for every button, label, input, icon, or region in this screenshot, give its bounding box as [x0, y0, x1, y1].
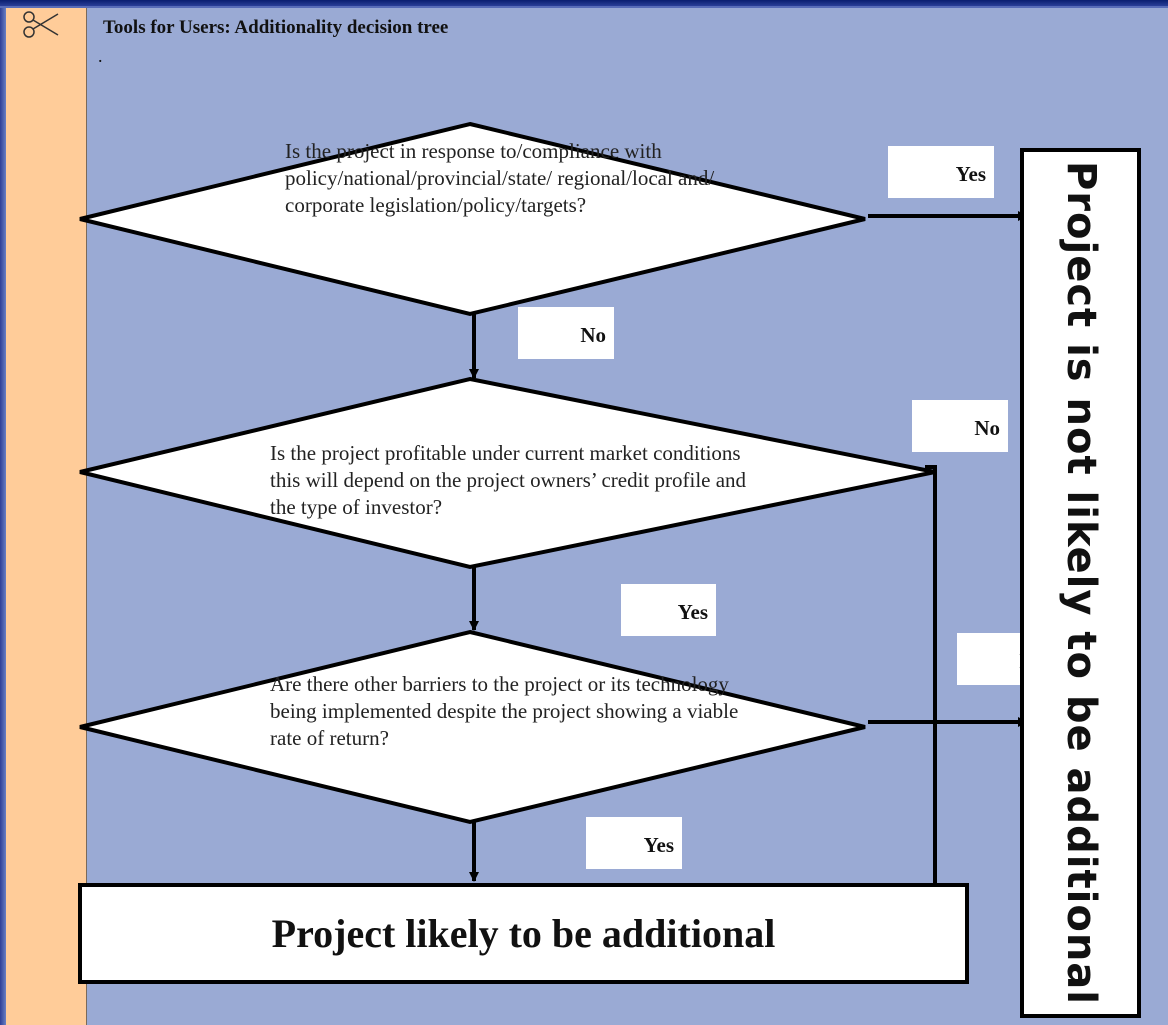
question-1-line-2: policy/national/provincial/state/ region… [285, 166, 715, 190]
question-3-line-3: rate of return? [270, 726, 389, 750]
label-q2-yes: Yes [621, 584, 716, 636]
label-q1-no: No [518, 307, 614, 359]
scissors-icon [23, 11, 59, 38]
outcome-not-additional-box: Project is not likely to be additional [1020, 148, 1141, 1018]
label-q3-yes: Yes [586, 817, 682, 869]
label-q2-no: No [912, 400, 1008, 452]
question-1-line-1: Is the project in response to/compliance… [285, 139, 662, 163]
question-2-line-1: Is the project profitable under current … [270, 441, 741, 465]
page-title: Tools for Users: Additionality decision … [103, 17, 449, 38]
question-1-line-3: corporate legislation/policy/targets? [285, 193, 587, 217]
outcome-additional-label: Project likely to be additional [271, 911, 776, 956]
top-bar-accent [0, 6, 1168, 8]
question-1: Is the project in response to/compliance… [285, 138, 714, 219]
decision-diamond-1 [79, 121, 866, 317]
decision-diamond-2 [79, 376, 936, 570]
left-edge-strip [0, 8, 6, 1025]
label-q1-yes: Yes [888, 146, 994, 198]
question-2: Is the project profitable under current … [270, 440, 746, 521]
question-2-line-3: the type of investor? [270, 495, 443, 519]
question-2-line-2: this will depend on the project owners’ … [270, 468, 747, 492]
question-3-line-1: Are there other barriers to the project … [270, 672, 729, 696]
sidebar [6, 8, 87, 1025]
title-dot: . [98, 46, 103, 66]
connector-q2-additional [925, 465, 940, 901]
question-3-line-2: being implemented despite the project sh… [270, 699, 739, 723]
outcome-additional-box: Project likely to be additional [78, 883, 969, 984]
outcome-not-additional-label: Project is not likely to be additional [1057, 160, 1104, 1006]
decision-diamond-3 [79, 629, 866, 825]
question-3: Are there other barriers to the project … [270, 671, 738, 752]
top-bar [0, 0, 1168, 6]
